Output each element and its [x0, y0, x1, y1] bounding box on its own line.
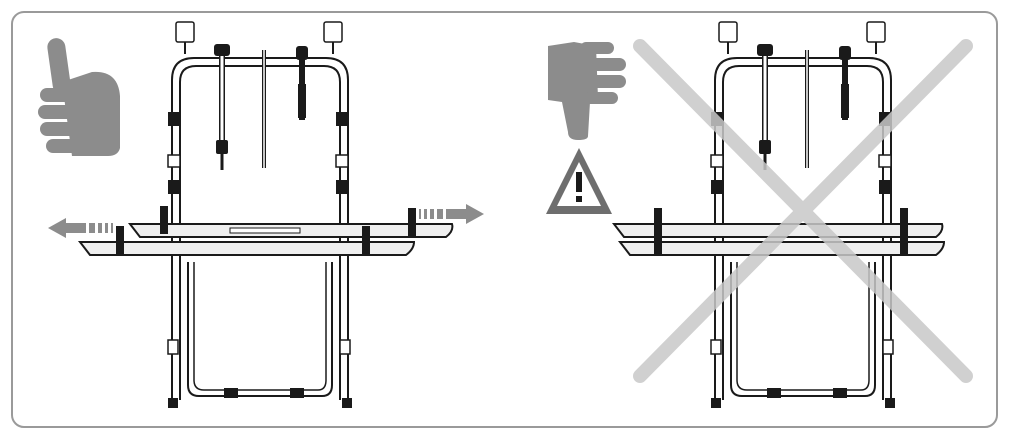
- arrow-right-icon: [419, 204, 484, 224]
- warning-triangle-icon: [546, 148, 612, 214]
- cross-out-icon: [633, 39, 973, 383]
- thumbs-down-icon: [548, 42, 626, 140]
- arrow-left-icon: [48, 218, 113, 238]
- panel-incorrect: [546, 22, 973, 408]
- carrier-rails-retracted: [611, 208, 946, 256]
- carrier-rails-extended: [77, 206, 454, 256]
- outer-frame-border: [11, 11, 998, 428]
- panel-correct: [38, 22, 484, 408]
- thumbs-up-icon: [38, 38, 120, 156]
